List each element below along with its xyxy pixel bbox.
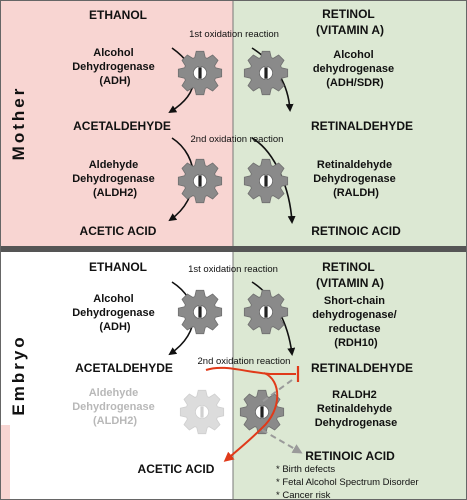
mother-acetic-acid: ACETIC ACID — [80, 224, 157, 238]
gear-axle — [198, 306, 202, 318]
mother-right-panel — [233, 0, 467, 247]
mother-raldh-label: Retinaldehyde Dehydrogenase (RALDH) — [313, 159, 399, 199]
gear-axle — [264, 175, 268, 187]
embryo-ethanol: ETHANOL — [89, 260, 147, 274]
embryo-aldh2-faded-gear-icon — [179, 389, 225, 435]
gear-axle — [200, 406, 204, 418]
mother-adh-sdr-label: Alcohol dehydrogenase (ADH/SDR) — [313, 49, 397, 89]
embryo-label: Embryo — [9, 334, 28, 415]
retinaldehyde-dashed-arrow — [261, 379, 293, 403]
embryo-reaction1-label: 1st oxidation reaction — [188, 264, 278, 275]
mother-aldh2-label: Aldehyde Dehydrogenase (ALDH2) — [72, 159, 158, 199]
mother-retinol: RETINOL (VITAMIN A) — [316, 7, 384, 37]
embryo-acetic-acid: ACETIC ACID — [138, 462, 215, 476]
mother-left-panel — [0, 0, 233, 247]
mother-retinaldehyde: RETINALDEHYDE — [311, 119, 413, 133]
embryo-rdh10-label: Short-chain dehydrogenase/ reductase (RD… — [312, 295, 399, 349]
embryo-adh-label: Alcohol Dehydrogenase (ADH) — [72, 293, 158, 333]
ethanol-competition-inhibition-line — [205, 366, 296, 375]
mother-acetaldehyde: ACETALDEHYDE — [73, 119, 171, 133]
mother-adh-sdr-gear-icon — [243, 50, 289, 96]
embryo-rdh10-gear-icon — [243, 289, 289, 335]
reduced-retinoic-dashed-arrow — [261, 429, 303, 454]
acetaldehyde-to-acetic-red-arrow — [223, 372, 279, 462]
gear-axle — [198, 175, 202, 187]
mother-reaction2-label: 2nd oxidation reaction — [191, 134, 284, 145]
embryo-right-panel — [233, 252, 467, 500]
embryo-effects-list: * Birth defects * Fetal Alcohol Spectrum… — [276, 464, 421, 500]
embryo-retinoic-acid: RETINOIC ACID — [305, 449, 395, 463]
embryo-aldh2-label: Aldehyde Dehydrogenase (ALDH2) — [72, 387, 158, 427]
embryo-retinol: RETINOL (VITAMIN A) — [316, 260, 384, 290]
embryo-raldh2-gear-icon — [239, 389, 285, 435]
gear-axle — [198, 67, 202, 79]
embryo-raldh2-label: RALDH2 Retinaldehyde Dehydrogenase — [315, 389, 398, 429]
mother-reaction1-label: 1st oxidation reaction — [189, 29, 279, 40]
gear-axle — [260, 406, 264, 418]
embryo-reaction2-label: 2nd oxidation reaction — [198, 356, 291, 367]
embryo-acetaldehyde: ACETALDEHYDE — [75, 361, 173, 375]
mother-label: Mother — [9, 86, 28, 161]
embryo-retinaldehyde: RETINALDEHYDE — [311, 361, 413, 375]
section-separator — [0, 246, 467, 252]
mother-adh-gear-icon — [177, 50, 223, 96]
gear-axle — [264, 67, 268, 79]
gear-axle — [264, 306, 268, 318]
mother-adh-label: Alcohol Dehydrogenase (ADH) — [72, 47, 158, 87]
mother-aldh2-gear-icon — [177, 158, 223, 204]
embryo-adh-gear-icon — [177, 289, 223, 335]
embryo-left-strip — [0, 425, 10, 500]
mother-raldh-gear-icon — [243, 158, 289, 204]
mother-retinoic-acid: RETINOIC ACID — [311, 224, 401, 238]
mother-ethanol: ETHANOL — [89, 8, 147, 22]
embryo-left-panel — [0, 252, 233, 500]
